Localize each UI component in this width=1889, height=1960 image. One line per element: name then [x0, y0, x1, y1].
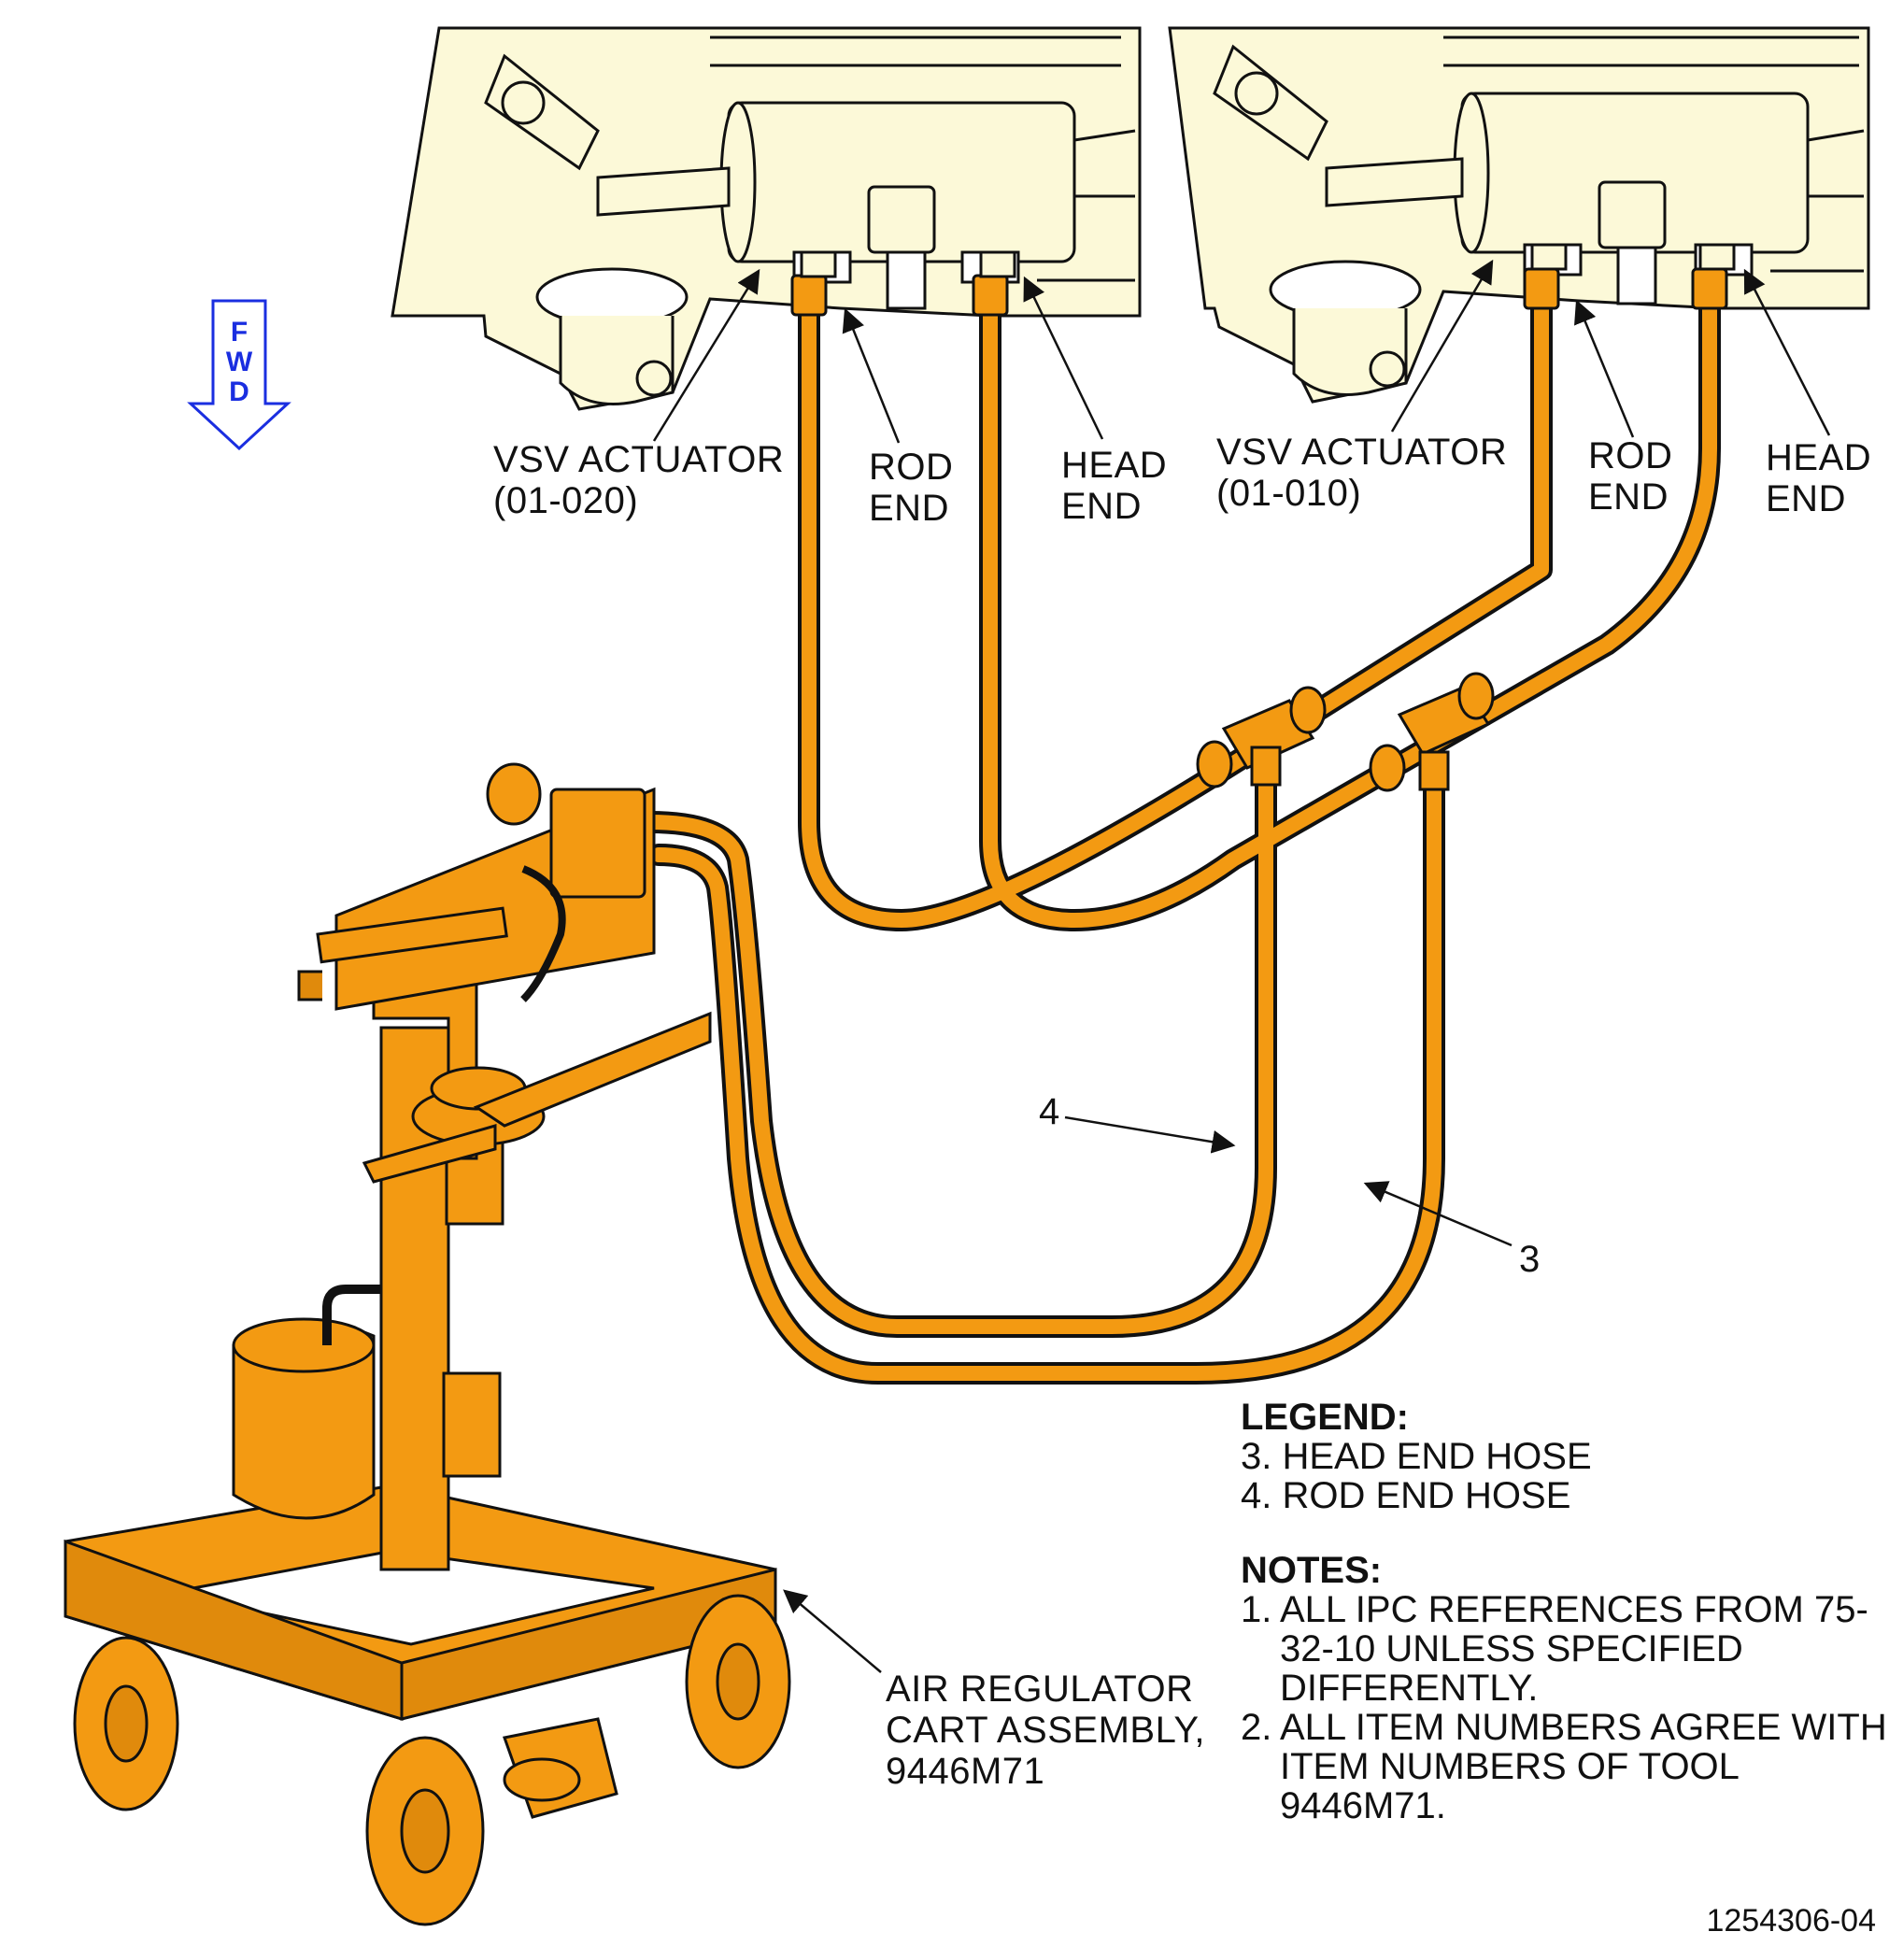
callout-rod-right-line1: ROD — [1588, 435, 1673, 476]
callout-head-end-right: HEAD END — [1766, 437, 1871, 519]
fwd-arrow-icon — [187, 299, 291, 451]
fwd-label: F W D — [222, 318, 256, 407]
legend-heading: LEGEND: — [1241, 1397, 1409, 1438]
legend: LEGEND: 3. HEAD END HOSE 4. ROD END HOSE — [1241, 1398, 1592, 1515]
callout-vsv-left-line1: VSV ACTUATOR — [493, 439, 785, 480]
hoses — [638, 278, 1721, 1385]
note-2-number: 2. — [1241, 1707, 1272, 1748]
note-1-number: 1. — [1241, 1589, 1272, 1630]
note-1: 1. ALL IPC REFERENCES FROM 75-32-10 UNLE… — [1241, 1590, 1889, 1708]
callout-head-end-left: HEAD END — [1061, 445, 1167, 527]
air-regulator-cart — [64, 762, 791, 1926]
callout-cart-line3: 9446M71 — [886, 1751, 1045, 1792]
callout-vsv-left-line2: (01-020) — [493, 480, 639, 521]
note-2-text: ALL ITEM NUMBERS AGREE WITH ITEM NUMBERS… — [1280, 1707, 1887, 1826]
callout-rod-end-right: ROD END — [1588, 435, 1672, 518]
callout-cart-assembly: AIR REGULATOR CART ASSEMBLY, 9446M71 — [886, 1669, 1205, 1792]
callout-item-4: 4 — [1039, 1091, 1060, 1132]
callout-rod-left-line2: END — [869, 488, 949, 529]
hose-fittings — [790, 243, 1736, 792]
leader-lines — [652, 259, 1831, 1673]
callout-item-3: 3 — [1519, 1239, 1541, 1280]
callout-vsv-right-line2: (01-010) — [1216, 473, 1362, 514]
callout-vsv-actuator-left: VSV ACTUATOR (01-020) — [493, 439, 784, 521]
callout-head-right-line2: END — [1766, 478, 1846, 519]
fwd-letter-w: W — [225, 347, 253, 377]
note-2: 2. ALL ITEM NUMBERS AGREE WITH ITEM NUMB… — [1241, 1708, 1889, 1825]
callout-head-right-line1: HEAD — [1766, 437, 1872, 478]
callout-vsv-actuator-right: VSV ACTUATOR (01-010) — [1216, 432, 1507, 514]
callout-vsv-right-line1: VSV ACTUATOR — [1216, 432, 1508, 473]
legend-item-3: 3. HEAD END HOSE — [1241, 1436, 1592, 1477]
callout-head-left-line2: END — [1061, 486, 1142, 527]
callout-rod-right-line2: END — [1588, 476, 1669, 518]
fwd-letter-f: F — [230, 317, 249, 348]
engine-section-left — [391, 26, 1142, 411]
notes-heading: NOTES: — [1241, 1550, 1383, 1591]
callout-head-left-line1: HEAD — [1061, 445, 1168, 486]
callout-rod-end-left: ROD END — [869, 447, 953, 529]
figure-id: 1254306-04 — [1706, 1903, 1876, 1939]
engine-section-right — [1168, 26, 1870, 404]
callout-cart-line1: AIR REGULATOR — [886, 1669, 1194, 1710]
fwd-letter-d: D — [229, 376, 249, 407]
callout-rod-left-line1: ROD — [869, 447, 954, 488]
callout-cart-line2: CART ASSEMBLY, — [886, 1710, 1205, 1751]
notes: NOTES: 1. ALL IPC REFERENCES FROM 75-32-… — [1241, 1551, 1889, 1825]
legend-item-4: 4. ROD END HOSE — [1241, 1475, 1571, 1516]
note-1-text: ALL IPC REFERENCES FROM 75-32-10 UNLESS … — [1280, 1589, 1868, 1709]
